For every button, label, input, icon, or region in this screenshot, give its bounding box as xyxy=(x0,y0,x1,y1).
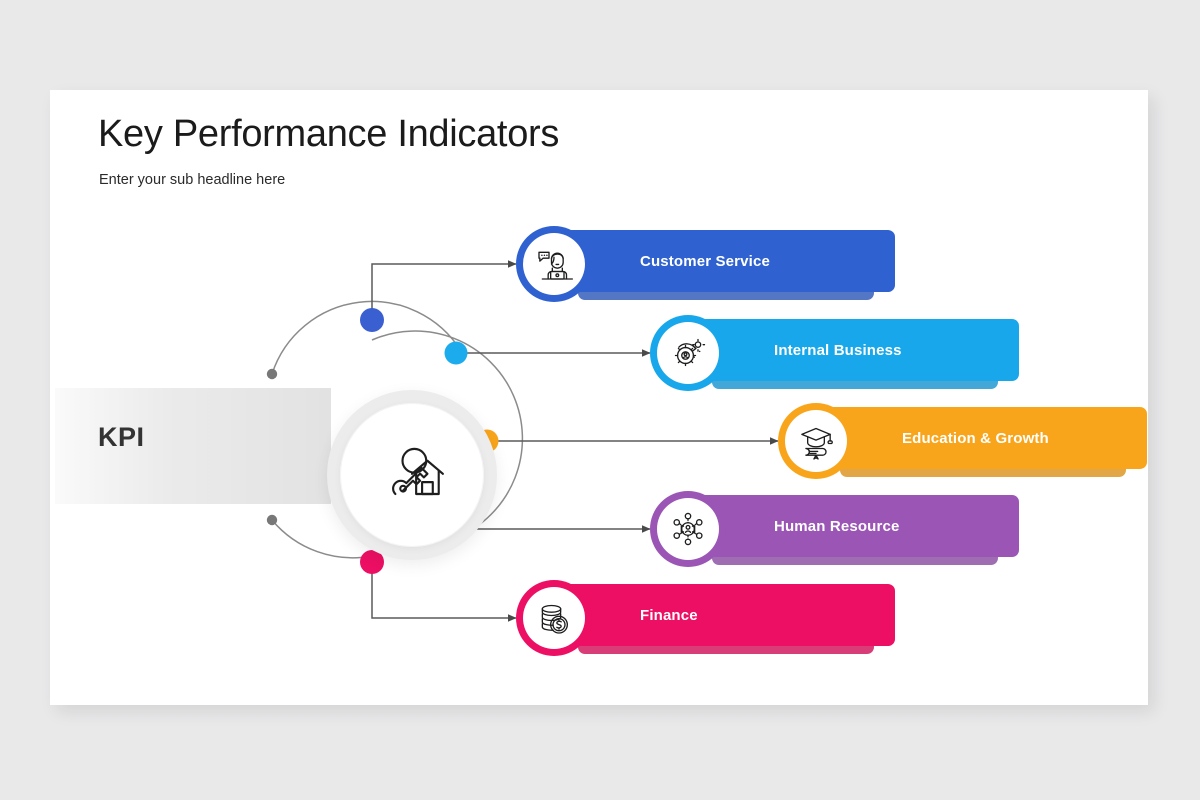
kpi-label: Customer Service xyxy=(640,252,770,270)
kpi-bar[interactable]: Finance xyxy=(564,584,895,646)
kpi-badge-disc xyxy=(657,498,719,560)
arc-end-dot-top xyxy=(266,368,278,380)
kpi-label: Human Resource xyxy=(774,517,900,535)
kpi-badge-disc xyxy=(785,410,847,472)
orbit-dot-customer-service[interactable] xyxy=(360,308,384,332)
arc-end-dot-bottom xyxy=(266,514,278,526)
hub xyxy=(282,330,542,610)
graduation-diploma-icon xyxy=(801,427,833,460)
kpi-banner-label: KPI xyxy=(98,422,145,452)
kpi-badge[interactable] xyxy=(516,226,592,302)
page-title: Key Performance Indicators xyxy=(98,113,560,155)
headset-agent-icon xyxy=(538,251,573,280)
slide-card: Key Performance Indicators Enter your su… xyxy=(50,90,1148,705)
kpi-badge[interactable] xyxy=(516,580,592,656)
kpi-bar[interactable]: Customer Service xyxy=(564,230,895,292)
kpi-badge[interactable] xyxy=(778,403,854,479)
kpi-label: Finance xyxy=(640,606,698,624)
kpi-bar[interactable]: Internal Business xyxy=(698,319,1019,381)
people-network-icon xyxy=(673,512,703,546)
kpi-label: Education & Growth xyxy=(902,429,1049,447)
kpi-row-education-growth[interactable]: Education & Growth xyxy=(778,403,1147,479)
connector-customer-service xyxy=(371,260,517,320)
kpi-badge-disc xyxy=(523,587,585,649)
kpi-label: Internal Business xyxy=(774,341,902,359)
page-subtitle: Enter your sub headline here xyxy=(99,172,286,188)
kpi-row-finance[interactable]: Finance xyxy=(516,580,895,656)
coins-dollar-icon xyxy=(541,604,568,634)
kpi-row-internal-business[interactable]: Internal Business xyxy=(650,315,1019,391)
kpi-badge[interactable] xyxy=(650,315,726,391)
kpi-bar[interactable]: Education & Growth xyxy=(826,407,1147,469)
kpi-badge[interactable] xyxy=(650,491,726,567)
gear-process-icon xyxy=(674,338,706,367)
key-house-icon xyxy=(392,447,444,496)
kpi-row-customer-service[interactable]: Customer Service xyxy=(516,226,895,302)
kpi-row-human-resource[interactable]: Human Resource xyxy=(650,491,1019,567)
kpi-badge-disc xyxy=(657,322,719,384)
hub-inner-disc xyxy=(340,403,484,547)
kpi-banner xyxy=(55,388,331,504)
kpi-bar[interactable]: Human Resource xyxy=(698,495,1019,557)
kpi-badge-disc xyxy=(523,233,585,295)
